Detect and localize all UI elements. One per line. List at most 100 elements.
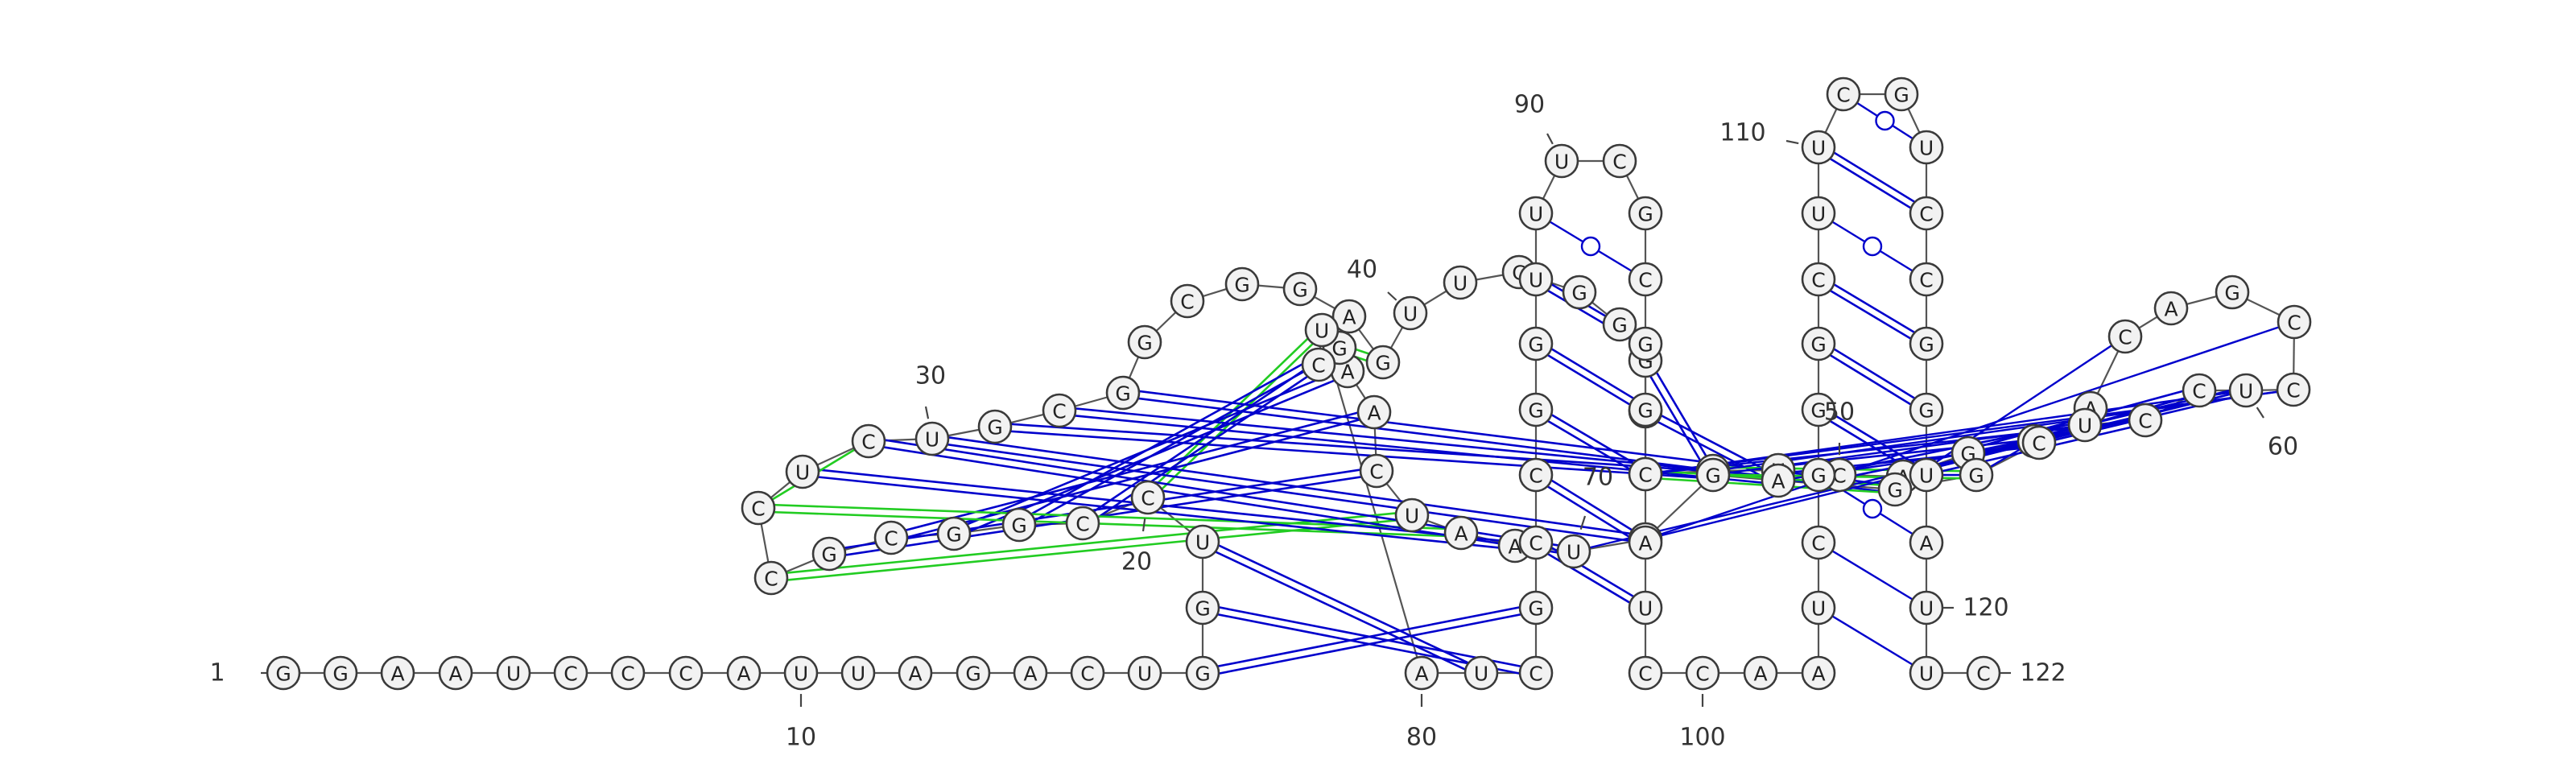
nucleotide-circle [2276,372,2311,407]
nucleotide: C [753,560,789,596]
nucleotide: U [1394,497,1430,533]
nucleotide-letter: G [1234,274,1249,297]
nucleotide: G [1105,375,1141,411]
nucleotide-letter: C [764,568,778,591]
nucleotide: C [873,520,909,555]
base-pair-canonical [1815,345,1926,414]
base-pair-canonical [1815,149,1926,217]
nucleotide: G [1602,307,1637,342]
nucleotide: G [1365,345,1401,380]
nucleotide-letter: G [1292,279,1307,302]
nucleotide: C [668,655,704,691]
nucleotide-letter: U [794,663,808,686]
nucleotide-letter: G [1968,464,1984,488]
base-pair-canonical [1537,406,1648,473]
nucleotide: U [2067,407,2103,443]
nucleotide: A [1628,525,1663,560]
nucleotide-letter: U [506,663,521,686]
nucleotide-letter: G [965,663,980,686]
nucleotide-circle [266,655,301,691]
wobble-pair-marker [1875,110,1895,131]
nucleotide-letter: G [1810,399,1826,423]
nucleotide: U [1463,655,1499,691]
nucleotide-letter: C [2138,410,2152,433]
nucleotide-letter: U [1919,663,1934,686]
nucleotide-letter: G [1195,663,1210,686]
nucleotide: C [1602,143,1637,179]
position-label: 50 [1824,398,1855,427]
nucleotide-circle [1959,457,1994,493]
base-pair-canonical [1819,340,1930,408]
nucleotide-circle [553,655,588,691]
nucleotide: C [1070,655,1105,691]
nucleotide-circle [438,655,473,691]
nucleotide-letter: C [1311,354,1325,378]
nucleotide: A [380,655,415,691]
nucleotide-letter: C [1836,84,1850,107]
nucleotide-letter: U [1137,663,1152,686]
nucleotide: G [1959,457,1994,493]
nucleotide-circle [1909,457,1944,493]
nucleotide-circle [1801,457,1836,493]
nucleotide-circle [1282,271,1318,307]
nucleotide: G [1695,457,1731,493]
nucleotide-circle [1518,262,1554,297]
position-tick [2256,407,2264,419]
nucleotide: G [1001,507,1037,543]
nucleotide: C [1801,525,1836,560]
nucleotide-letter: U [1529,203,1543,226]
nucleotide-letter: G [1918,399,1934,423]
nucleotide-letter: G [1810,333,1826,357]
nucleotide-letter: C [1529,532,1542,555]
nucleotide-circle [1518,525,1554,560]
nucleotide-circle [977,409,1013,444]
nucleotide-circle [1628,326,1663,361]
nucleotide: G [1909,326,1944,361]
nucleotide-letter: U [1567,541,1581,564]
base-pair-canonical [995,422,1714,473]
position-tick [924,406,930,419]
nucleotide-circle [1628,590,1663,625]
nucleotide: U [1127,655,1162,691]
nucleotide-letter: G [1612,314,1627,337]
base-pair-canonical [1534,411,1645,478]
nucleotide-letter: C [751,497,765,521]
position-label: 80 [1406,724,1437,752]
base-pair-canonical [828,466,1377,551]
nucleotide-letter: U [1919,597,1934,621]
nucleotide: A [2153,291,2189,326]
nucleotide: G [323,655,358,691]
nucleotide-circle [1518,590,1554,625]
nucleotide-circle [1685,655,1720,691]
nucleotide-circle [1443,515,1479,551]
base-pair-canonical [1819,143,1930,212]
nucleotide-letter: A [1811,663,1825,686]
nucleotide: A [1013,655,1048,691]
nucleotide: U [1443,265,1478,300]
nucleotide-circle [726,655,762,691]
nucleotide: G [1801,392,1836,427]
nucleotide-letter: C [564,663,577,686]
nucleotide-circle [1628,456,1663,492]
nucleotide-circle [873,520,909,555]
nucleotide: A [1404,655,1439,691]
nucleotide: U [785,454,820,489]
nucleotide-letter: G [1331,337,1347,361]
nucleotide-circle [1602,307,1637,342]
nucleotide-letter: G [1115,382,1130,406]
nucleotide-circle [1628,655,1663,691]
nucleotide-circle [898,655,933,691]
backbone-segment [1320,329,1423,674]
nucleotide: G [977,409,1013,444]
base-pair-noncanonical [770,510,1412,576]
nucleotide-circle [1801,196,1836,231]
nucleotide-circle [956,655,991,691]
nucleotide: C [1909,196,1944,231]
nucleotide-circle [1331,299,1367,334]
nucleotide: C [1518,655,1554,691]
base-pair-canonical [802,474,1515,551]
nucleotide: C [1685,655,1720,691]
nucleotide: C [1359,453,1394,489]
nucleotide: G [1562,275,1597,310]
